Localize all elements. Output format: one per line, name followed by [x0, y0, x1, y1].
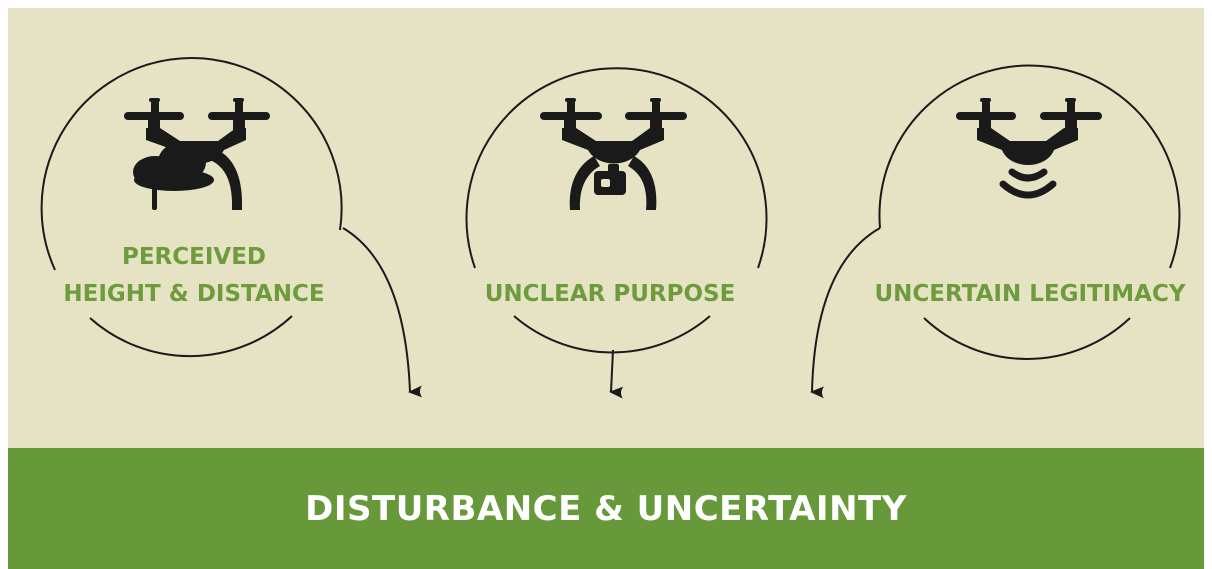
arrow-1 — [342, 227, 423, 398]
outcome-banner: DISTURBANCE & UNCERTAINTY — [8, 448, 1204, 569]
outcome-banner-text: DISTURBANCE & UNCERTAINTY — [305, 488, 907, 529]
label-perceived-height-distance: PERCEIVED HEIGHT & DISTANCE — [63, 244, 325, 307]
arrow-3 — [810, 227, 881, 399]
circle-uncertain-legitimacy — [878, 64, 1181, 360]
label-unclear-purpose: UNCLEAR PURPOSE — [484, 281, 736, 307]
circle-perceived-height — [40, 57, 343, 358]
drone-cloud-icon — [124, 98, 270, 210]
drone-signal-icon — [956, 98, 1102, 199]
top-panel — [8, 8, 1204, 448]
label-uncertain-legitimacy: UNCERTAIN LEGITIMACY — [874, 281, 1186, 307]
drone-camera-icon — [540, 98, 687, 210]
arrow-2 — [609, 349, 624, 399]
